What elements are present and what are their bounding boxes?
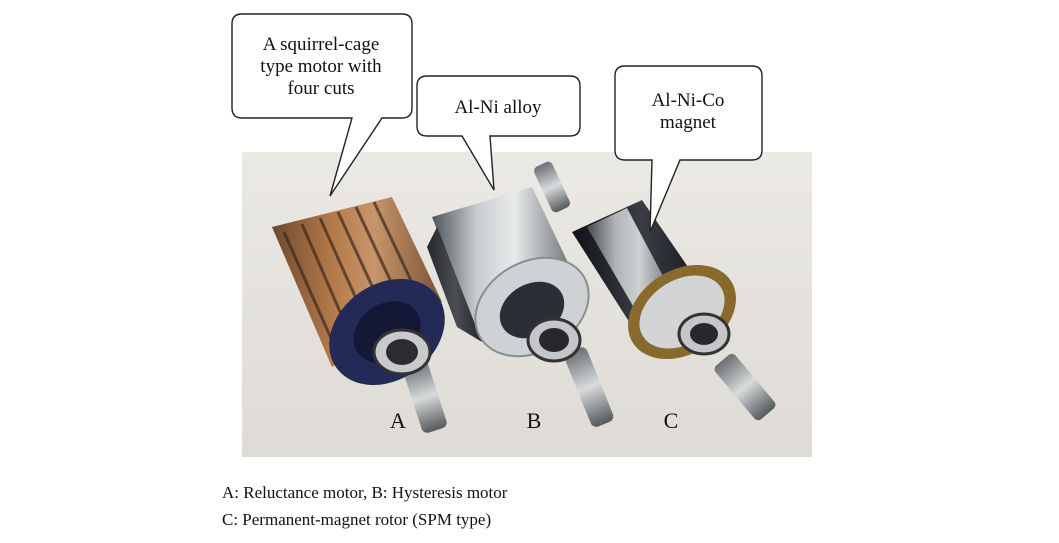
callout-a-line-1: A squirrel-cage: [262, 34, 380, 55]
rotor-label-b: B: [526, 408, 542, 433]
caption-line-1: A: Reluctance motor, B: Hysteresis motor: [222, 483, 508, 502]
callout-a-line-3: four cuts: [287, 78, 355, 99]
callout-b-text: Al-Ni alloy: [418, 97, 578, 119]
callout-a-text: A squirrel-cage type motor with four cut…: [232, 34, 410, 100]
rotor-c-illustration: [534, 161, 776, 421]
callout-a-line-2: type motor with: [260, 56, 382, 77]
rotor-label-c: C: [663, 408, 679, 433]
callout-c-line-2: magnet: [660, 112, 716, 133]
caption-line-2: C: Permanent-magnet rotor (SPM type): [222, 510, 492, 529]
rotor-label-a: A: [390, 408, 406, 433]
callout-c-text: Al-Ni-Co magnet: [616, 90, 760, 134]
rotor-a-illustration: [272, 197, 447, 433]
callout-c-line-1: Al-Ni-Co: [651, 90, 725, 111]
callout-b-line-1: Al-Ni alloy: [454, 97, 542, 118]
rotor-b-illustration: [427, 187, 614, 427]
